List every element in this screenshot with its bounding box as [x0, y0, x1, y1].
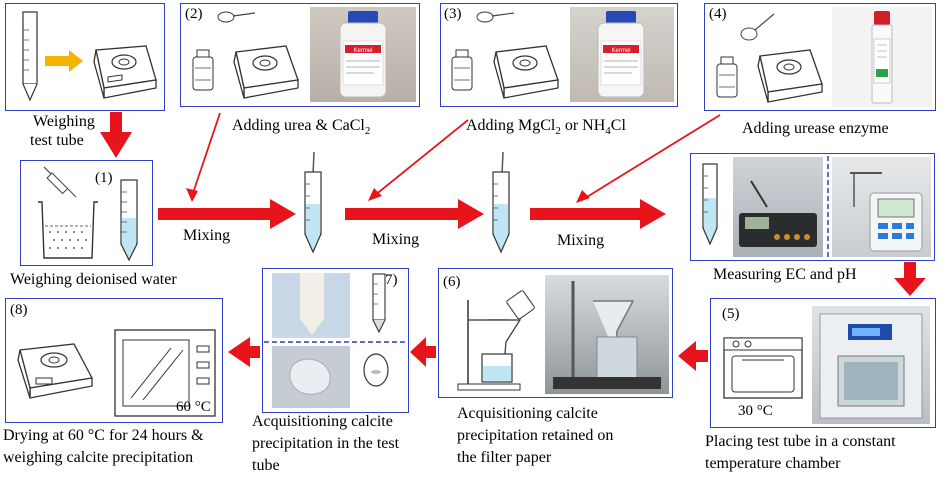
step-4-number: (4)	[709, 6, 727, 22]
arrow-left-5-6	[678, 341, 708, 371]
test-tube-icon	[120, 179, 138, 262]
arrow-left-6-7	[410, 337, 436, 367]
arrow-down-tube	[100, 112, 132, 158]
step-8-caption-2: weighing calcite precipitation	[3, 449, 194, 466]
step-6-caption-3: the filter paper	[457, 449, 552, 466]
test-tube-icon	[372, 273, 386, 334]
step-7-caption-3: tube	[252, 457, 280, 474]
drying-oven-icon	[114, 329, 216, 417]
orange-arrow-icon	[45, 50, 83, 72]
ph-meter-photo	[832, 157, 931, 257]
reagent-bottle-icon	[451, 49, 473, 91]
arrow-down-measure	[894, 262, 926, 296]
tube-step-caption-1: Weighing	[33, 113, 95, 130]
filtration-apparatus-icon	[457, 290, 535, 391]
urease-vial-photo	[832, 7, 932, 107]
filtration-photo	[545, 275, 669, 394]
arrow-right-mix-3	[530, 199, 666, 229]
bottle-brand-label: Kermel	[611, 48, 630, 54]
step-3-caption: Adding MgCl2 or NH4Cl	[466, 117, 626, 138]
step-6-caption-2: precipitation retained on	[457, 427, 614, 444]
arrow-right-mix-2	[345, 199, 484, 229]
dashed-divider	[827, 156, 829, 258]
step-1-number: (1)	[95, 170, 113, 186]
balance-icon	[93, 45, 157, 99]
step-7-caption-1: Acquisitioning calcite	[252, 413, 393, 430]
spoon-icon	[740, 13, 775, 41]
mixing-label-1: Mixing	[183, 227, 231, 244]
balance-icon	[757, 49, 823, 103]
spoon-icon	[476, 11, 515, 23]
step-6-number: (6)	[443, 274, 461, 290]
chamber-photo	[812, 306, 930, 424]
mixing-label-3: Mixing	[557, 232, 605, 249]
test-tube-icon	[702, 163, 718, 246]
reagent-bottle-icon	[192, 49, 214, 91]
step-4-caption: Adding urease enzyme	[742, 120, 889, 137]
mixing-label-2: Mixing	[372, 231, 420, 248]
mixing-tube-icon	[492, 151, 510, 254]
step-5-number: (5)	[722, 306, 740, 322]
syringe-icon	[43, 166, 77, 198]
step-7-caption-2: precipitation in the test	[252, 435, 400, 452]
step-2-caption: Adding urea & CaCl2	[232, 117, 371, 138]
arrow-left-7-8	[228, 337, 260, 367]
urea-bottle-photo: Kermel	[310, 7, 416, 102]
thin-arrow-step2	[191, 112, 221, 197]
measure-caption: Measuring EC and pH	[713, 266, 857, 283]
mixing-tube-icon	[304, 151, 322, 254]
step-5-caption-2: temperature chamber	[705, 455, 841, 472]
oven-icon	[723, 337, 803, 399]
step-5-temp: 30 °C	[738, 403, 773, 419]
reagent-bottle-icon	[716, 56, 738, 98]
step-1-caption: Weighing deionised water	[10, 271, 177, 288]
step-2-number: (2)	[185, 6, 203, 22]
bottle-brand-label: Kermel	[353, 48, 372, 54]
step-5-caption-1: Placing test tube in a constant	[705, 433, 896, 450]
thin-arrow-step4	[581, 114, 721, 201]
tube-step-caption-2: test tube	[30, 132, 84, 149]
beaker-icon	[38, 201, 98, 259]
mgcl2-bottle-photo: Kermel	[570, 7, 674, 102]
spoon-icon	[217, 11, 256, 23]
ec-meter-photo	[733, 157, 823, 257]
test-tube-precipitate-photo	[272, 273, 350, 338]
step-3-number: (3)	[444, 6, 462, 22]
test-tube-icon	[22, 11, 38, 102]
balance-icon	[17, 343, 93, 399]
balance-icon	[493, 45, 559, 99]
thin-arrow-step3	[373, 119, 469, 197]
balance-icon	[233, 45, 299, 99]
step-8-caption-1: Drying at 60 °C for 24 hours &	[3, 427, 204, 444]
arrow-right-mix-1	[158, 199, 296, 229]
precipitate-dish-icon	[363, 353, 389, 387]
step-6-caption-1: Acquisitioning calcite	[457, 405, 598, 422]
filter-paper-photo	[272, 346, 350, 408]
step-8-number: (8)	[10, 302, 28, 318]
step-8-temp: 60 °C	[176, 399, 211, 415]
